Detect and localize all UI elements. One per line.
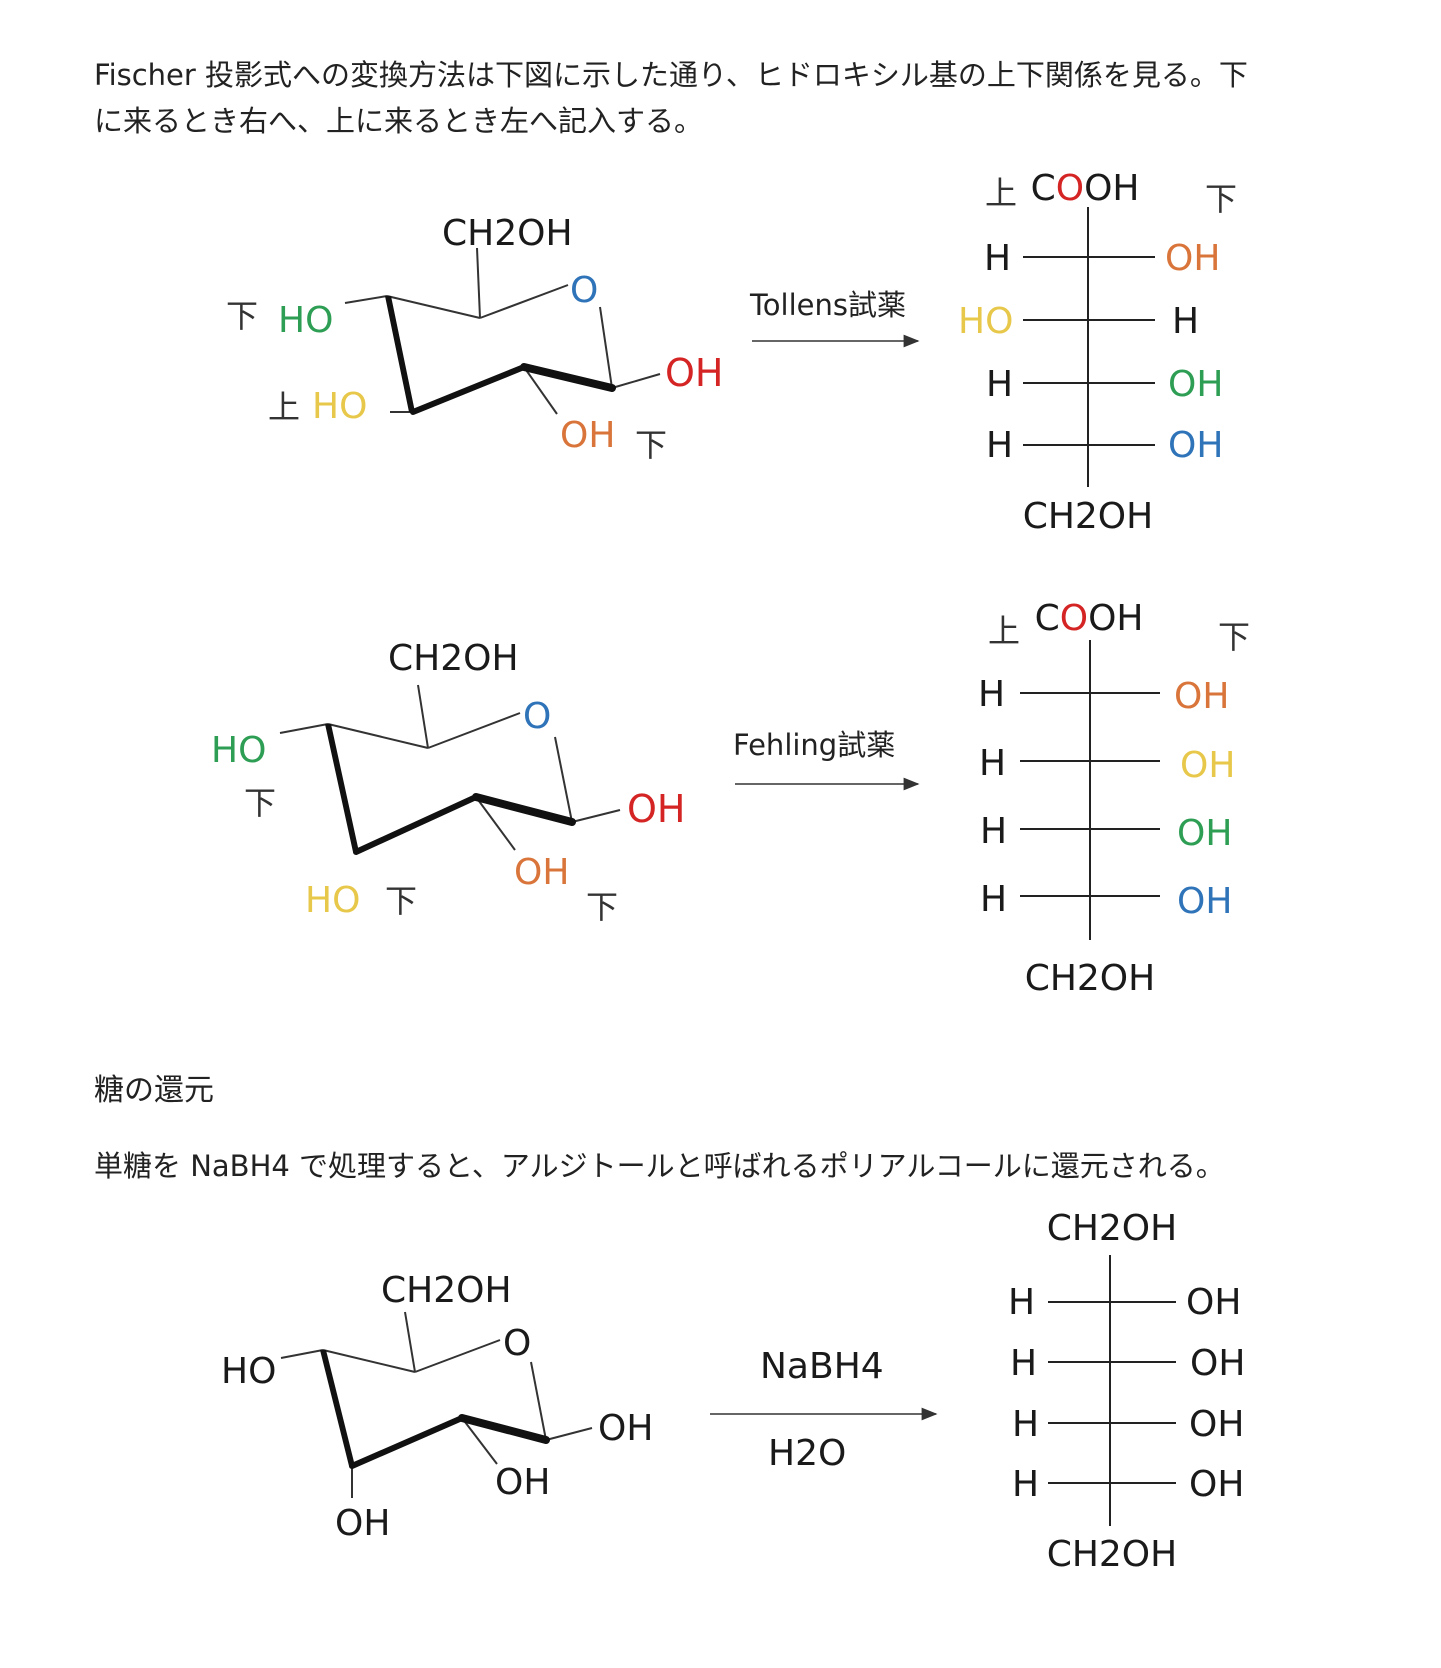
row-1-right: OH [1186,1282,1241,1323]
c2-oh-label: OH [514,852,569,893]
ring-structure-2: CH2OH O OH HO 下 HO 下 OH 下 [211,638,685,926]
row-1-right: OH [1165,238,1220,279]
fehling-reagent-label: Fehling試薬 [733,728,895,762]
anomeric-oh-label: OH [665,351,723,395]
c3-position-mark: 下 [385,882,417,920]
fischer-projection-2: COOH 上 下 H OH H OH H OH H OH CH2OH [978,598,1250,999]
intro-paragraph: Fischer 投影式への変換方法は下図に示した通り、ヒドロキシル基の上下関係を… [94,52,1364,144]
row-3-right: OH [1177,813,1232,854]
c3-ho-label: HO [305,880,360,921]
row-2-left: H [1010,1343,1037,1384]
row-1-left: H [978,674,1005,715]
c4-ho-label: HO [211,730,266,771]
bottom-ch2oh: CH2OH [1025,958,1156,999]
fischer-right-mark: 下 [1205,180,1237,218]
row-2-right: OH [1190,1343,1245,1384]
fischer-right-mark: 下 [1218,618,1250,656]
cooh-group: COOH [1031,168,1140,209]
fischer-left-mark: 上 [988,612,1020,650]
reduction-description: 単糖を NaBH4 で処理すると、アルジトールと呼ばれるポリアルコールに還元され… [94,1149,1225,1183]
row-4-left: H [1012,1464,1039,1505]
row-3-right: OH [1189,1404,1244,1445]
ring-oxygen-label: O [503,1323,531,1364]
c2-oh-label: OH [495,1462,550,1503]
anomeric-oh-label: OH [598,1408,653,1449]
ring-oxygen-label: O [570,270,598,311]
cooh-group: COOH [1035,598,1144,639]
row-2-left: HO [958,301,1013,342]
bottom-ch2oh: CH2OH [1047,1534,1178,1575]
ch2oh-label: CH2OH [388,638,519,679]
c4-position-mark: 下 [226,297,258,335]
ring-structure-1: CH2OH O OH HO HO OH 下 上 下 [226,213,723,464]
row-4-left: H [986,425,1013,466]
c3-ho-label: HO [312,386,367,427]
row-4-left: H [980,879,1007,920]
row-2-left: H [979,743,1006,784]
ch2oh-label: CH2OH [381,1270,512,1311]
c4-position-mark: 下 [244,784,276,822]
reduction-reaction: CH2OH O OH HO OH OH NaBH4 H2O CH2OH H OH… [221,1208,1245,1575]
fischer-left-mark: 上 [985,174,1017,212]
top-ch2oh: CH2OH [1047,1208,1178,1249]
c2-position-mark: 下 [586,888,618,926]
row-3-left: H [986,364,1013,405]
row-1-left: H [1008,1282,1035,1323]
ring-oxygen-label: O [523,696,551,737]
c4-ho-label: HO [278,300,333,341]
row-2-right: OH [1180,745,1235,786]
row-1-left: H [984,238,1011,279]
reduction-heading: 糖の還元 [94,1073,214,1108]
anomeric-oh-label: OH [627,787,685,831]
c2-oh-label: OH [560,415,615,456]
row-4-right: OH [1189,1464,1244,1505]
fischer-projection-3: CH2OH H OH H OH H OH H OH CH2OH [1008,1208,1245,1575]
fischer-projection-1: COOH 上 下 H OH HO H H OH H OH CH2OH [958,168,1237,537]
tollens-reagent-label: Tollens試薬 [749,288,906,322]
row-3-left: H [1012,1404,1039,1445]
reaction-2: CH2OH O OH HO 下 HO 下 OH 下 Fehling試薬 COOH… [211,598,1250,999]
row-2-right: H [1172,301,1199,342]
row-3-left: H [980,811,1007,852]
row-4-right: OH [1177,881,1232,922]
c3-oh-label: OH [335,1503,390,1544]
row-1-right: OH [1174,676,1229,717]
bottom-ch2oh: CH2OH [1023,496,1154,537]
row-3-right: OH [1168,364,1223,405]
c3-position-mark: 上 [268,388,300,426]
h2o-reagent-label: H2O [768,1433,846,1474]
c2-position-mark: 下 [635,426,667,464]
row-4-right: OH [1168,425,1223,466]
intro-line-2: に来るとき右へ、上に来るとき左へ記入する。 [94,104,704,138]
intro-line-1: Fischer 投影式への変換方法は下図に示した通り、ヒドロキシル基の上下関係を… [94,58,1248,92]
c4-ho-label: HO [221,1351,276,1392]
nabh4-reagent-label: NaBH4 [760,1346,884,1387]
reaction-1: CH2OH O OH HO HO OH 下 上 下 Tollens試薬 COOH… [226,168,1237,537]
ring-structure-3: CH2OH O OH HO OH OH [221,1270,653,1544]
ch2oh-label: CH2OH [442,213,573,254]
